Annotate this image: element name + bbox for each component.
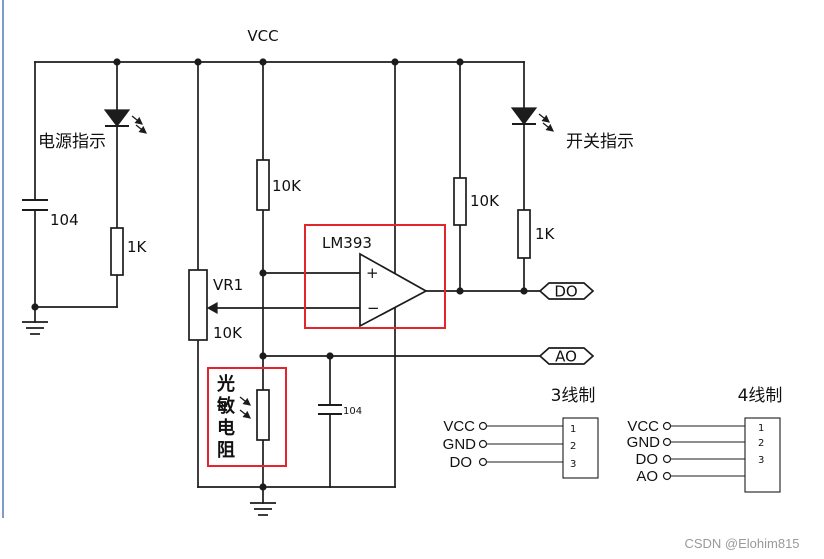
output-pullup-resistor-value: 10K (470, 192, 500, 210)
ao-port-label: AO (555, 348, 577, 366)
comparator-highlight-box (304, 224, 446, 329)
photoresistor-body (256, 389, 270, 441)
wire-left-branch (34, 61, 118, 308)
pin-number: 3 (570, 459, 576, 470)
pin-number: 1 (570, 424, 576, 435)
three-wire-title: 3线制 (551, 386, 596, 406)
ground-symbol (250, 502, 276, 516)
switch-indicator-label: 开关指示 (566, 132, 634, 152)
pin-terminal (478, 457, 488, 467)
sensor-pullup-resistor (256, 159, 270, 211)
filter-capacitor-value: 104 (343, 406, 362, 417)
switch-led-resistor (517, 209, 531, 259)
do-port-tag (538, 282, 595, 300)
pin-terminal (662, 454, 672, 464)
ground-symbol (22, 306, 48, 335)
pin-terminal (478, 421, 488, 431)
pin-terminal (662, 421, 672, 431)
junction-dot (520, 287, 528, 295)
comparator-name: LM393 (322, 234, 372, 252)
led-diode-triangle (510, 107, 538, 125)
comparator-minus-sign: − (367, 299, 380, 317)
photoresistor-highlight-box (207, 367, 287, 467)
pin-label: DO (450, 454, 473, 471)
pin-number: 1 (758, 423, 764, 434)
pin-label: VCC (443, 418, 475, 435)
watermark: CSDN @Elohim815 (684, 536, 799, 551)
pin-label: GND (627, 434, 661, 451)
photoresistor-label-char: 光 (216, 373, 235, 395)
four-wire-title: 4线制 (738, 386, 783, 406)
junction-dot (456, 58, 464, 66)
output-pullup-resistor (453, 177, 467, 226)
potentiometer-name: VR1 (213, 276, 243, 294)
pin-label: VCC (627, 418, 659, 435)
switch-led (510, 107, 555, 132)
junction-dot (391, 58, 399, 66)
junction-dot (259, 483, 267, 491)
four-wire-connector: 4线制 VCC GND DO AO 1 2 3 (627, 386, 783, 493)
photoresistor-label-char: 敏 (216, 395, 236, 417)
pin-terminal (478, 439, 488, 449)
comparator-plus-sign: + (366, 264, 379, 282)
led-light-arrow (131, 115, 144, 125)
potentiometer-body (188, 269, 208, 341)
decoupling-capacitor (22, 199, 48, 211)
led-light-arrow (538, 113, 551, 123)
pin-number: 3 (758, 455, 764, 466)
connector-body (562, 417, 599, 479)
photoresistor-light-arrow (239, 409, 252, 419)
potentiometer-value: 10K (213, 324, 243, 342)
sensor-pullup-resistor-value: 10K (272, 177, 302, 195)
do-port-label: DO (554, 283, 577, 301)
power-led-resistor-value: 1K (127, 238, 148, 256)
comparator-triangle (359, 252, 428, 328)
switch-led-resistor-value: 1K (535, 225, 556, 243)
connector-body (744, 417, 781, 493)
power-led (103, 109, 148, 134)
pin-label: DO (636, 451, 659, 468)
junction-dot (326, 352, 334, 360)
photoresistor-label-char: 电 (217, 417, 235, 439)
pin-terminal (662, 471, 672, 481)
pin-number: 2 (570, 441, 576, 452)
filter-capacitor (318, 404, 342, 415)
junction-dot (259, 58, 267, 66)
decoupling-capacitor-value: 104 (50, 211, 79, 229)
photoresistor-label-char: 阻 (217, 440, 235, 461)
pin-number: 2 (758, 438, 764, 449)
vcc-label: VCC (247, 27, 278, 45)
power-led-resistor (110, 227, 124, 276)
pin-label: GND (443, 436, 477, 453)
junction-dot (194, 58, 202, 66)
led-light-arrow (542, 122, 555, 132)
pin-label: AO (636, 468, 658, 485)
photoresistor-light-arrow (239, 396, 252, 406)
led-diode-triangle (103, 109, 131, 127)
junction-dot (456, 287, 464, 295)
potentiometer-wiper-arrow (206, 301, 218, 315)
junction-dot (259, 352, 267, 360)
ao-port-tag (538, 347, 595, 365)
three-wire-connector: 3线制 VCC GND DO 1 2 3 (443, 386, 599, 479)
led-light-arrow (135, 124, 148, 134)
pin-terminal (662, 437, 672, 447)
junction-dot (113, 58, 121, 66)
junction-dot (259, 269, 267, 277)
power-indicator-label: 电源指示 (38, 132, 106, 152)
